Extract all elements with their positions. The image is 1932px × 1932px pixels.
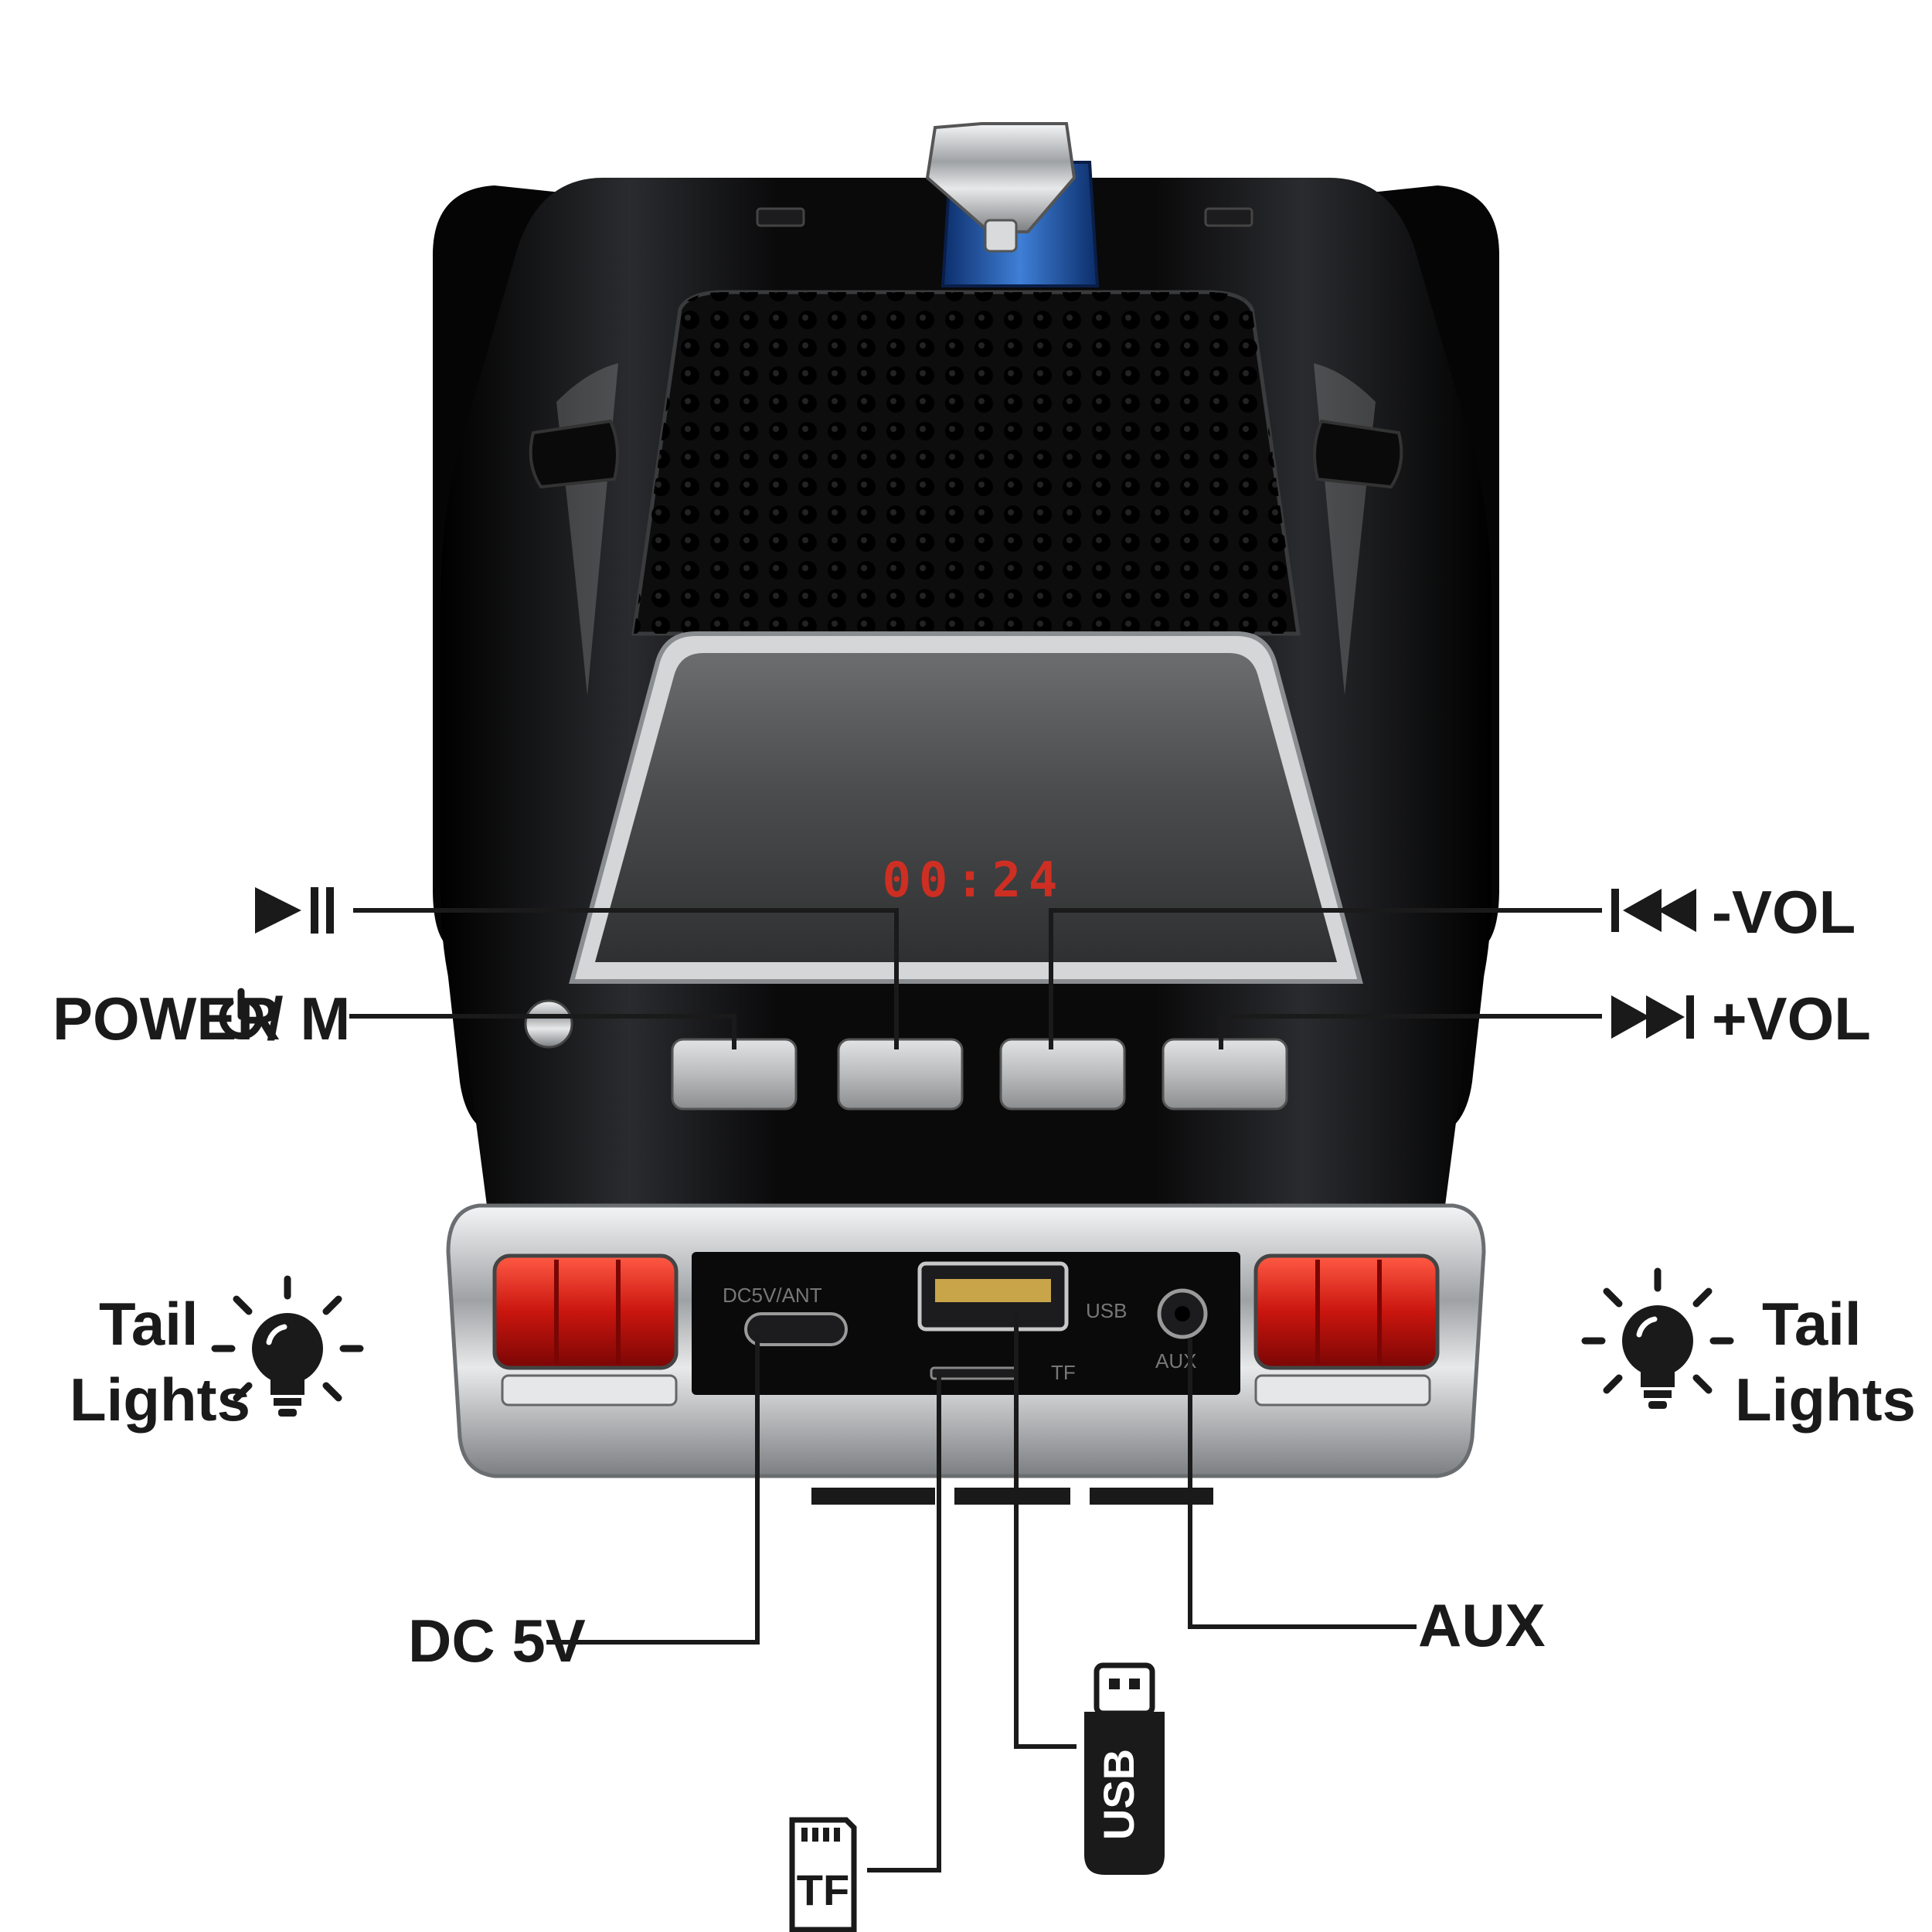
right-mirror [1313,419,1403,489]
leader-lines [349,908,1602,1872]
dc-5v-label: DC 5V [408,1607,586,1675]
car-speaker: 00:24 DC5V/ANT [433,122,1499,1505]
tail-left-line-1: Tail [99,1290,199,1358]
rear-panel: DC5V/ANT USB AUX TF [446,1203,1486,1505]
display-time: 00:24 [883,852,1066,908]
tail-lights-left-label: Tail Lights [70,1275,364,1434]
usb-port-text: USB [1086,1299,1127,1322]
previous-track-icon [1611,889,1696,932]
mode-text: / M [267,985,350,1053]
tail-left-line-2: Lights [70,1366,250,1434]
plus-vol-text: +VOL [1712,985,1871,1053]
usb-stick-icon: USB [1084,1662,1165,1875]
power-icon [219,988,264,1039]
tail-right-line-2: Lights [1735,1366,1916,1434]
prev-vol-label: -VOL [1611,878,1855,946]
tf-icon-text: TF [797,1866,849,1914]
tf-slot[interactable] [930,1366,1018,1380]
previous-volume-down-button[interactable] [999,1038,1126,1111]
power-mode-button[interactable] [671,1038,798,1111]
tail-lights-right-label: Tail Lights [1581,1267,1916,1434]
next-track-icon [1611,995,1694,1039]
left-mirror [529,419,619,489]
hood-scoop [925,122,1100,287]
next-volume-up-button[interactable] [1162,1038,1288,1111]
play-pause-button[interactable] [837,1038,964,1111]
dc-port[interactable] [744,1312,848,1346]
tail-right-line-1: Tail [1762,1290,1862,1358]
speaker-grill [631,290,1301,636]
play-pause-label [255,887,334,934]
play-pause-icon [255,887,301,934]
tf-port-text: TF [1051,1361,1076,1384]
power-mode-label: POWER / M [53,985,350,1053]
minus-vol-text: -VOL [1712,878,1855,946]
power-text: POWER [53,985,281,1053]
right-taillight [1253,1253,1440,1370]
left-taillight [492,1253,679,1370]
trunk-screw [524,999,573,1049]
control-buttons [671,1038,1288,1111]
usb-icon-text: USB [1094,1749,1143,1840]
light-bulb-icon [211,1275,364,1417]
rear-window-display: 00:24 [569,631,1363,984]
next-vol-label: +VOL [1611,985,1871,1053]
sd-card-icon: TF [789,1817,857,1932]
light-bulb-icon [1581,1267,1734,1409]
dc-port-text: DC5V/ANT [723,1284,822,1307]
aux-label: AUX [1418,1591,1546,1659]
